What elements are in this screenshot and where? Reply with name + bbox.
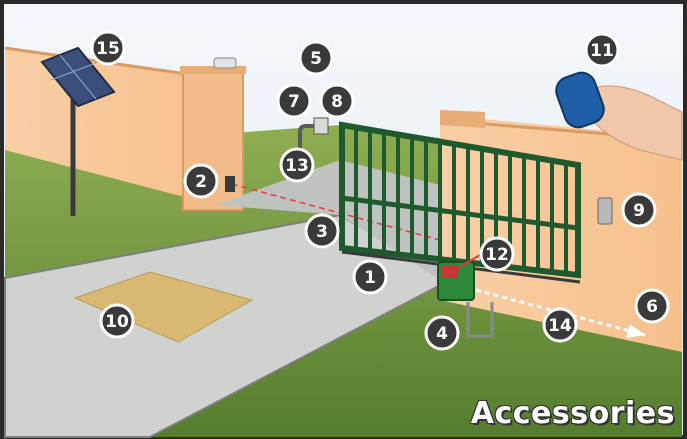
marker-6-label: 6 (646, 297, 658, 317)
right-wall (440, 115, 682, 352)
marker-10-label: 10 (105, 312, 129, 332)
photocell-beam (231, 183, 441, 241)
left-wall (5, 48, 215, 205)
marker-11-label: 11 (590, 41, 614, 61)
right-pillar-cap (440, 110, 485, 128)
hand (581, 85, 683, 161)
marker-15: 15 (90, 30, 126, 66)
marker-3-label: 3 (316, 222, 328, 242)
marker-12: 12 (479, 236, 515, 272)
remote-control (555, 71, 605, 129)
foundation-plate (466, 302, 494, 338)
marker-4-label: 4 (436, 324, 448, 344)
marker-8: 8 (319, 83, 355, 119)
marker-8-label: 8 (331, 92, 343, 112)
marker-4: 4 (424, 315, 460, 351)
gate-frame (339, 121, 581, 279)
loop-detector-pad (73, 271, 254, 343)
marker-13-label: 13 (285, 156, 309, 176)
diagram-title: Accessories (470, 396, 675, 431)
gate-motor-cover (442, 266, 458, 278)
marker-10: 10 (99, 303, 135, 339)
marker-6: 6 (634, 288, 670, 324)
marker-1-label: 1 (364, 268, 376, 288)
marker-7: 7 (276, 83, 312, 119)
marker-5-label: 5 (310, 49, 322, 69)
marker-3: 3 (304, 213, 340, 249)
marker-14: 14 (542, 307, 578, 343)
marker-2: 2 (183, 163, 219, 199)
marker-2-label: 2 (195, 172, 207, 192)
wall-photocell (597, 197, 613, 225)
solar-panel-grid-2 (50, 62, 97, 81)
left-pillar-cap (180, 66, 246, 74)
marker-5: 5 (298, 40, 334, 76)
solar-panel-grid (59, 54, 97, 100)
marker-14-label: 14 (548, 316, 572, 336)
marker-15-label: 15 (96, 39, 120, 59)
marker-9: 9 (621, 192, 657, 228)
photocell-left (225, 176, 235, 192)
marker-7-label: 7 (288, 92, 300, 112)
gate-bars (354, 127, 568, 274)
marker-1: 1 (352, 259, 388, 295)
keypad-box (313, 117, 329, 135)
marker-9-label: 9 (633, 201, 645, 221)
marker-11: 11 (584, 32, 620, 68)
keypad-post (298, 124, 318, 175)
flashing-light (213, 57, 237, 69)
marker-12-label: 12 (485, 245, 509, 265)
driveway (4, 213, 453, 438)
travel-arrow (475, 288, 646, 337)
marker-13: 13 (279, 147, 315, 183)
travel-arrow-head (626, 324, 645, 338)
